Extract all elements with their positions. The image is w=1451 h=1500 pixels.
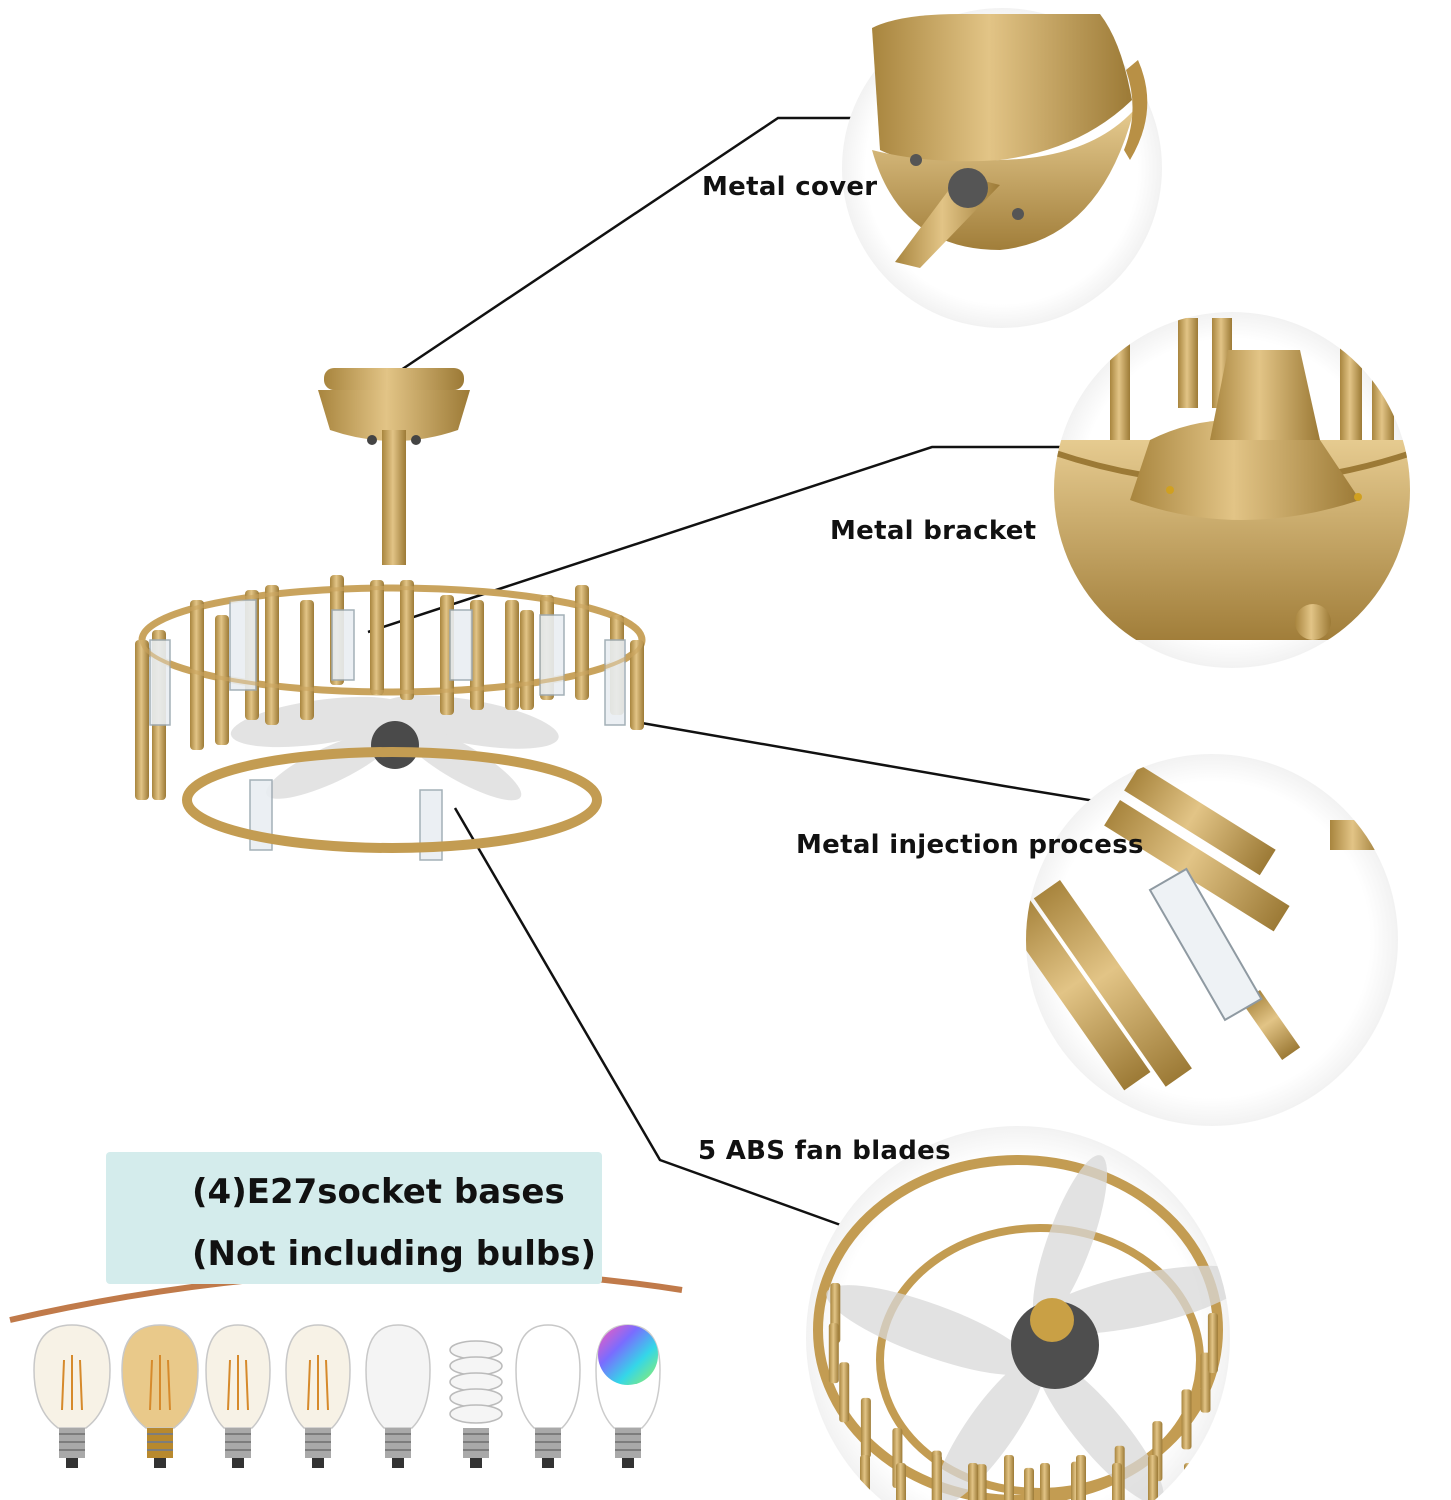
gold-rod [976,1464,987,1500]
metal-cover-label: Metal cover [702,172,878,202]
metal-injection-label: Metal injection process [796,830,1144,860]
gold-rod [505,600,519,710]
gold-rod [575,585,589,700]
leader-lines [367,116,1187,1234]
socket-bases-box [106,1152,602,1284]
gold-rod [896,1463,906,1500]
socket-bases-line2: (Not including bulbs) [192,1234,596,1274]
metal-bracket-label: Metal bracket [830,516,1037,546]
gold-rod [265,585,279,725]
gold-rod [860,1455,870,1500]
gold-rod [1148,1455,1158,1500]
gold-rod [1207,1313,1218,1373]
rgb-led-bulb-icon [595,1324,661,1468]
spiral-cfl-bulb-icon [449,1340,503,1468]
clear-incandescent-bulb-icon [365,1324,431,1468]
gold-rod [1004,1455,1014,1500]
gold-rod [1181,1389,1192,1450]
gold-rod [630,640,644,730]
led-bulb-icon [515,1324,581,1468]
gold-rod [932,1455,942,1500]
gold-rod [470,600,484,710]
metal-cover-detail [842,8,1162,328]
gold-rod [839,1362,850,1423]
gold-rod [1024,1467,1034,1500]
gold-rod [860,1397,871,1458]
gold-rod [400,580,414,700]
fan-blades-detail [806,1126,1230,1500]
a19-filament-bulb-icon [205,1324,271,1468]
gold-rod [190,600,204,750]
gold-rod [370,580,384,695]
gold-rod [300,600,314,720]
gold-rod [1184,1463,1194,1500]
metal-bracket-detail [1054,312,1410,668]
fan-blades-label: 5 ABS fan blades [698,1136,951,1166]
gold-rod [828,1323,839,1384]
st64-filament-bulb-icon [33,1324,111,1468]
metal-injection-detail [1026,754,1398,1126]
socket-bases-line1: (4)E27socket bases [192,1172,565,1212]
bulbs-row [33,1324,661,1468]
chandelier-main [135,368,646,861]
gold-rod [520,610,534,710]
edison-amber-bulb-icon [121,1324,199,1468]
gold-rod [968,1463,978,1500]
gold-rod [1076,1455,1086,1500]
gold-rod [1040,1463,1050,1500]
a19-filament-bulb-icon [285,1324,351,1468]
gold-rod [1112,1463,1122,1500]
gold-rod [135,640,149,800]
